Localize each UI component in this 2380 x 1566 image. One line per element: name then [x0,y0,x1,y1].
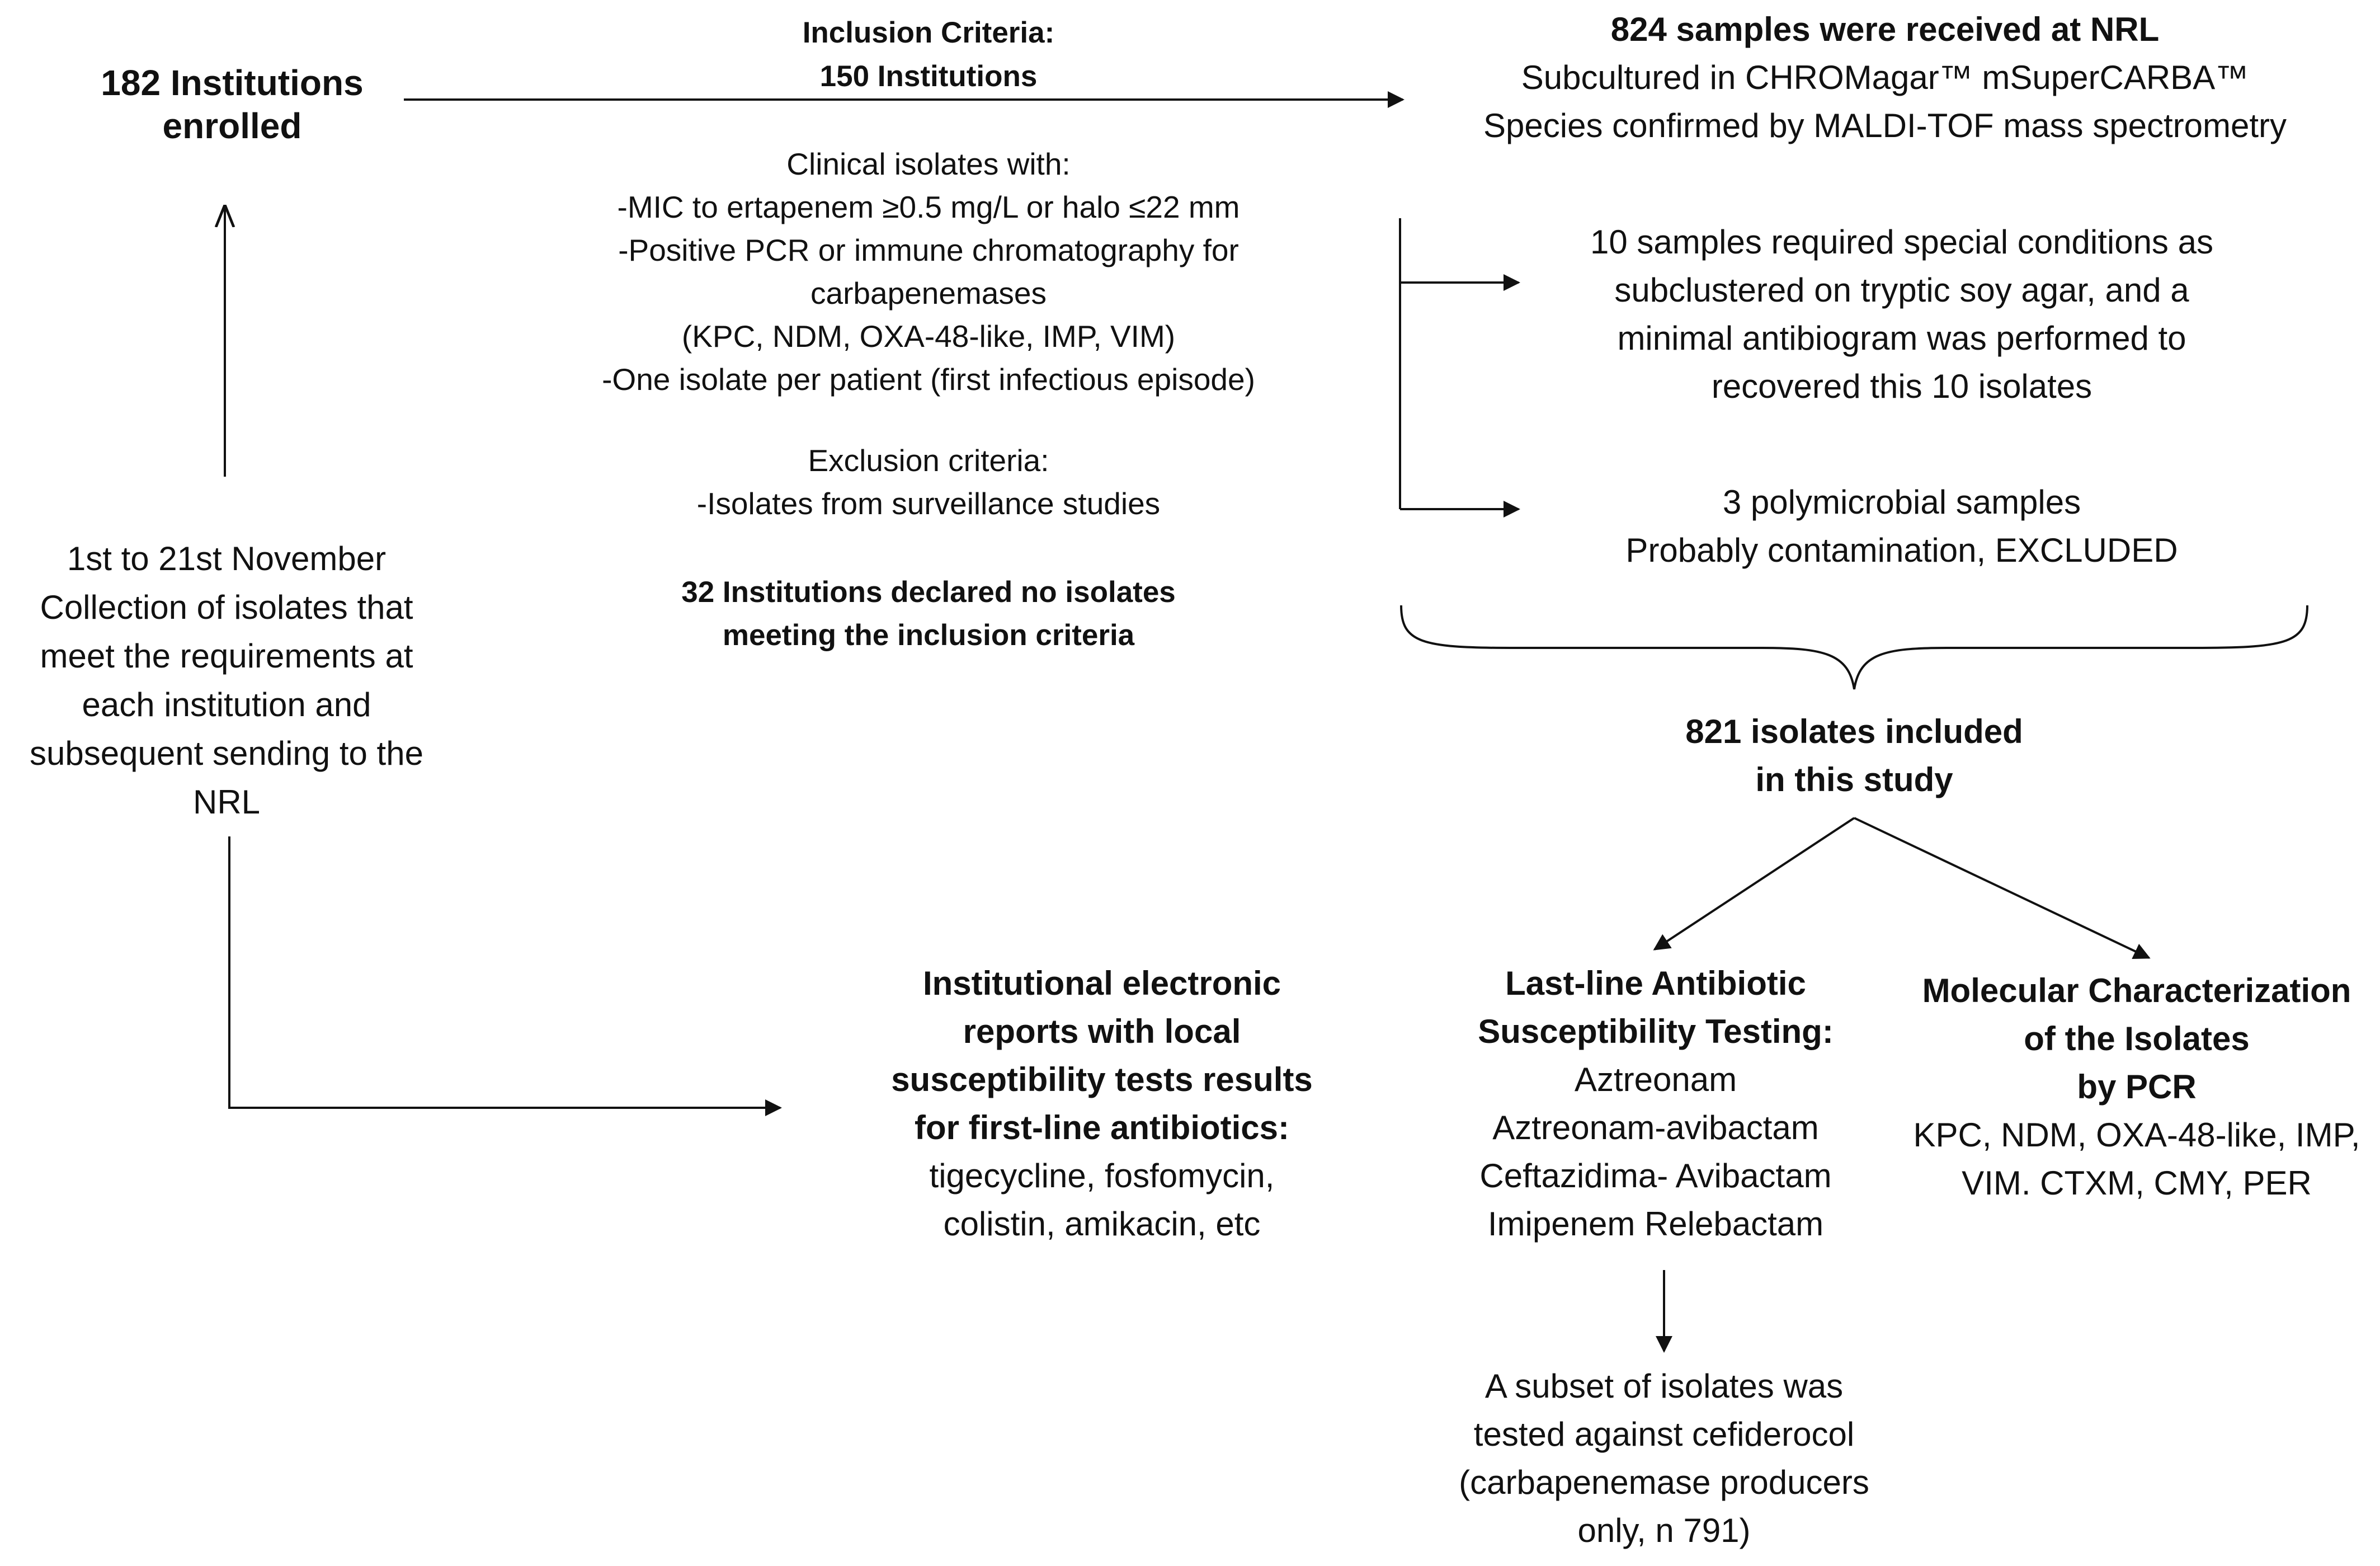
inclusion-body-line: -MIC to ertapenem ≥0.5 mg/L or halo ≤22 … [617,190,1240,224]
inclusion-heading: Inclusion Criteria: 150 Institutions [677,11,1180,98]
special-line: 10 samples required special conditions a… [1590,223,2213,261]
received-block: 824 samples were received at NRL Subcult… [1415,6,2355,150]
curly-brace [1400,605,2308,690]
received-line: Species confirmed by MALDI-TOF mass spec… [1483,107,2287,144]
included-block: 821 isolates included in this study [1630,708,2078,804]
included-line: in this study [1755,761,1953,798]
received-line: Subcultured in CHROMagar™ mSuperCARBA™ [1521,59,2249,96]
institutional-heading-line: for first-line antibiotics: [914,1109,1290,1146]
inclusion-heading-line: Inclusion Criteria: [802,16,1055,49]
inclusion-body: Clinical isolates with: -MIC to ertapene… [537,143,1320,401]
enrolled-line: 182 Institutions [101,63,364,103]
exclusion-line: Exclusion criteria: [808,443,1049,478]
cefiderocol-line: only, n 791) [1577,1512,1751,1549]
collection-line: meet the requirements at [40,637,413,675]
exclusion-block: Exclusion criteria: -Isolates from surve… [537,439,1320,525]
declared-line: meeting the inclusion criteria [722,619,1135,652]
polymicrobial-line: 3 polymicrobial samples [1722,483,2081,521]
declared-block: 32 Institutions declared no isolates mee… [593,571,1264,657]
molecular-line: VIM. CTXM, CMY, PER [1962,1164,2312,1202]
lastline-heading-line: Susceptibility Testing: [1478,1013,1834,1050]
institutional-line: tigecycline, fosfomycin, [929,1157,1275,1195]
declared-line: 32 Institutions declared no isolates [681,576,1176,609]
inclusion-body-line: Clinical isolates with: [786,147,1071,181]
collection-line: Collection of isolates that [40,589,413,626]
collection-line: 1st to 21st November [67,540,387,577]
special-line: minimal antibiogram was performed to [1617,319,2186,357]
polymicrobial-block: 3 polymicrobial samples Probably contami… [1521,478,2282,575]
collection-line: each institution and [82,686,371,723]
collection-line: subsequent sending to the [30,735,423,772]
arrow-included-to-molecular [1854,817,2151,959]
institutional-heading-line: susceptibility tests results [891,1061,1313,1098]
lastline-line: Ceftazidima- Avibactam [1479,1157,1832,1195]
molecular-heading-line: Molecular Characterization [1922,972,2351,1009]
inclusion-body-line: -Positive PCR or immune chromatography f… [618,233,1239,267]
inclusion-heading-line: 150 Institutions [819,60,1038,93]
institutional-block: Institutional electronic reports with lo… [850,960,1354,1248]
lastline-heading-line: Last-line Antibiotic [1505,965,1806,1002]
institutional-heading-line: reports with local [963,1013,1241,1050]
lastline-line: Aztreonam [1574,1061,1737,1098]
exclusion-line: -Isolates from surveillance studies [696,486,1161,521]
inclusion-body-line: carbapenemases [810,276,1047,311]
cefiderocol-line: (carbapenemase producers [1459,1464,1869,1501]
cefiderocol-line: A subset of isolates was [1484,1367,1844,1405]
enrolled-block: 182 Institutions enrolled [64,62,400,148]
institutional-heading-line: Institutional electronic [922,965,1281,1002]
lastline-line: Aztreonam-avibactam [1492,1109,1819,1146]
lastline-line: Imipenem Relebactam [1487,1205,1824,1243]
cefiderocol-line: tested against cefiderocol [1473,1415,1855,1453]
arrow-collection-to-institutional [228,836,782,1116]
inclusion-body-line: -One isolate per patient (first infectio… [602,362,1255,397]
inclusion-body-line: (KPC, NDM, OXA-48-like, IMP, VIM) [681,319,1176,354]
molecular-block: Molecular Characterization of the Isolat… [1899,967,2374,1207]
cefiderocol-block: A subset of isolates was tested against … [1426,1362,1902,1555]
polymicrobial-line: Probably contamination, EXCLUDED [1625,532,2178,569]
molecular-line: KPC, NDM, OXA-48-like, IMP, [1913,1116,2360,1154]
collection-block: 1st to 21st November Collection of isola… [0,534,453,826]
molecular-heading-line: of the Isolates [2024,1020,2250,1057]
enrolled-line: enrolled [162,105,302,146]
institutional-line: colistin, amikacin, etc [943,1205,1261,1243]
special-line: recovered this 10 isolates [1711,368,2092,405]
special-conditions-block: 10 samples required special conditions a… [1521,218,2282,411]
lastline-block: Last-line Antibiotic Susceptibility Test… [1432,960,1879,1248]
included-line: 821 isolates included [1685,713,2023,750]
received-headline: 824 samples were received at NRL [1610,11,2160,48]
collection-line: NRL [192,783,261,821]
special-line: subclustered on tryptic soy agar, and a [1614,271,2189,309]
arrow-included-to-lastline [1653,817,1855,951]
molecular-heading-line: by PCR [2077,1068,2197,1106]
